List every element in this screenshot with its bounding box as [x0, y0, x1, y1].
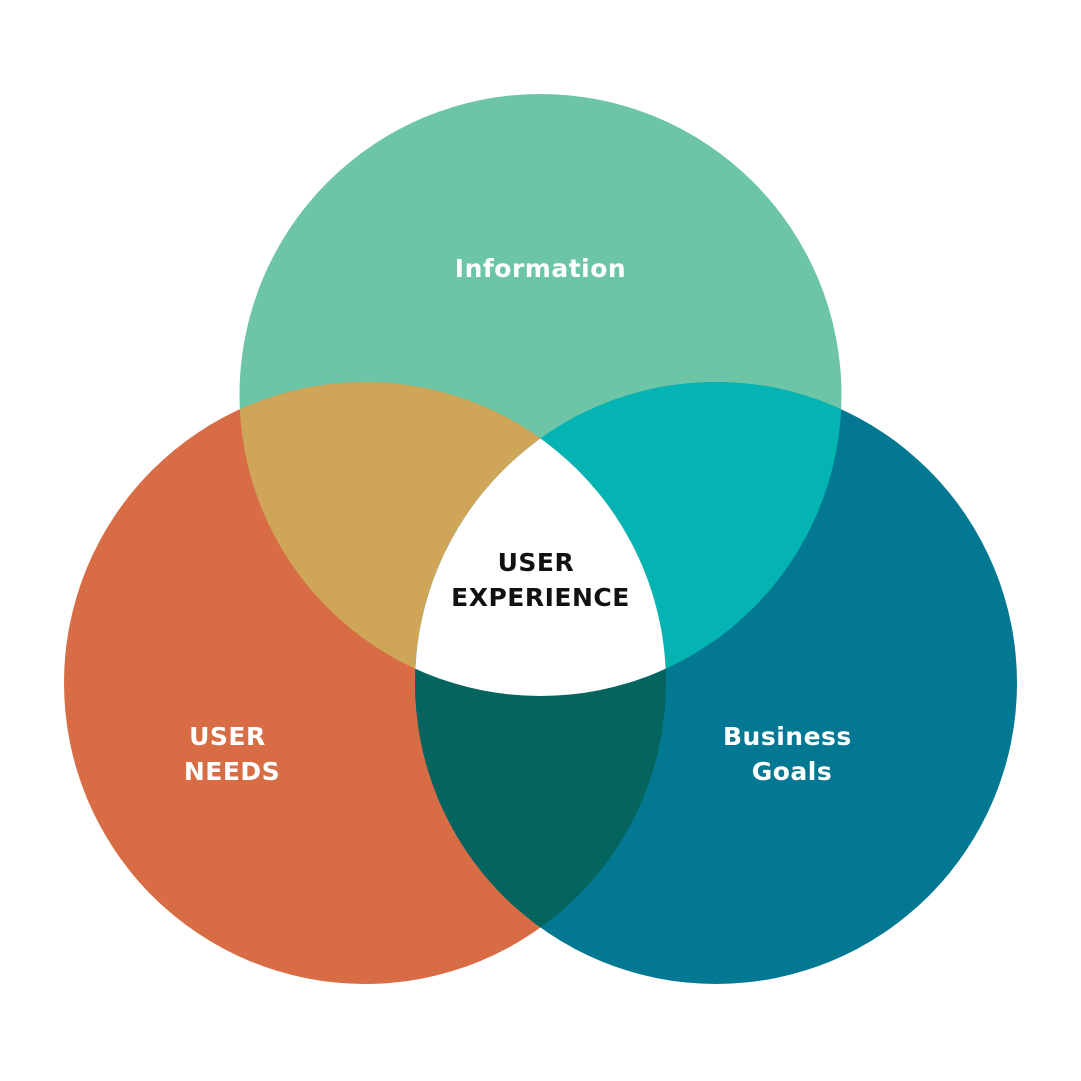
label-information-line-1: Information — [455, 254, 626, 283]
label-business-goals-line-2: Goals — [752, 757, 833, 786]
label-information: Information — [455, 254, 626, 283]
label-user-needs-line-2: NEEDS — [184, 757, 280, 786]
label-user-experience-line-2: EXPERIENCE — [451, 583, 630, 612]
label-business-goals: Business Goals — [723, 722, 861, 786]
label-user-experience: USER EXPERIENCE — [451, 548, 630, 612]
label-user-experience-line-1: USER — [498, 548, 575, 577]
label-user-needs-line-1: USER — [189, 722, 266, 751]
overlap-center — [415, 382, 666, 696]
label-user-needs: USER NEEDS — [184, 722, 280, 786]
label-business-goals-line-1: Business — [723, 722, 852, 751]
